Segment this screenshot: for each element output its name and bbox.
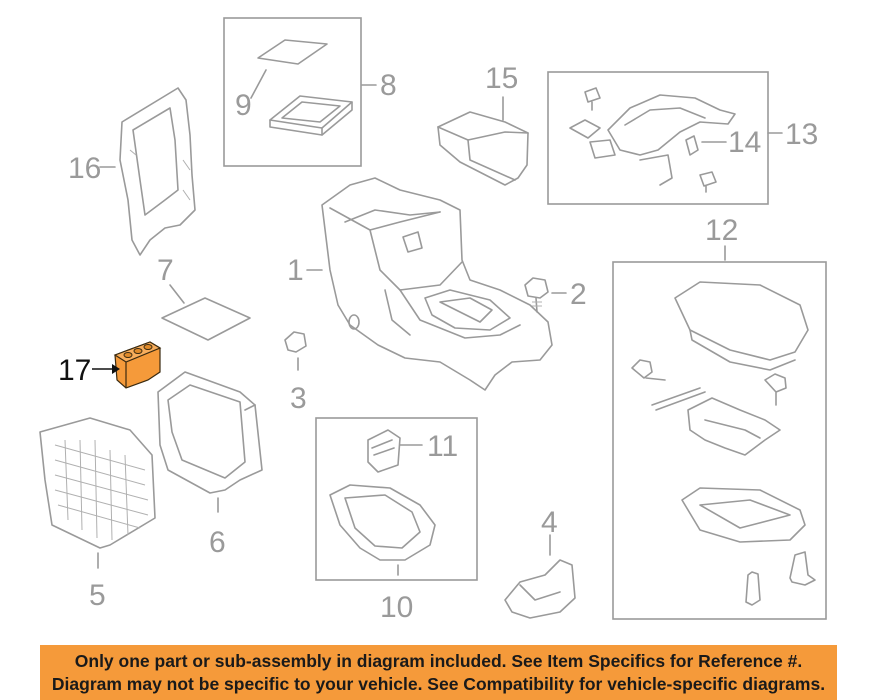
part-group-10 (315, 417, 478, 581)
label-9: 9 (235, 89, 252, 122)
label-1: 1 (287, 254, 304, 287)
label-3: 3 (290, 382, 307, 415)
part-1-console (306, 177, 553, 391)
part-16-side-panel (119, 87, 196, 256)
disclaimer-line-2: Diagram may not be specific to your vehi… (51, 674, 826, 694)
label-15: 15 (485, 62, 518, 95)
label-8: 8 (380, 69, 397, 102)
disclaimer-banner: Only one part or sub-assembly in diagram… (40, 645, 837, 700)
part-group-12 (612, 245, 827, 620)
label-16: 16 (68, 152, 101, 185)
label-13: 13 (785, 118, 818, 151)
label-2: 2 (570, 278, 587, 311)
part-6-bracket (157, 371, 263, 513)
part-5-lower-panel (39, 417, 156, 569)
part-17-switch-highlighted (92, 341, 162, 389)
label-6: 6 (209, 526, 226, 559)
part-15-cover (437, 96, 529, 186)
label-14: 14 (728, 126, 761, 159)
part-4-bracket (504, 534, 576, 619)
part-3-clip (284, 331, 307, 371)
label-10: 10 (380, 591, 413, 624)
label-7: 7 (157, 254, 174, 287)
disclaimer-line-1: Only one part or sub-assembly in diagram… (74, 651, 803, 671)
label-5: 5 (89, 579, 106, 612)
callout-labels: 16 9 8 15 14 13 12 7 1 2 17 3 11 6 4 5 1… (58, 62, 818, 624)
part-group-13 (547, 71, 783, 205)
label-11: 11 (427, 430, 458, 463)
label-17: 17 (58, 354, 91, 387)
part-7-mat (161, 284, 251, 341)
part-group-8 (223, 17, 377, 167)
label-12: 12 (705, 214, 738, 247)
label-4: 4 (541, 506, 558, 539)
part-2-screw (524, 277, 567, 313)
